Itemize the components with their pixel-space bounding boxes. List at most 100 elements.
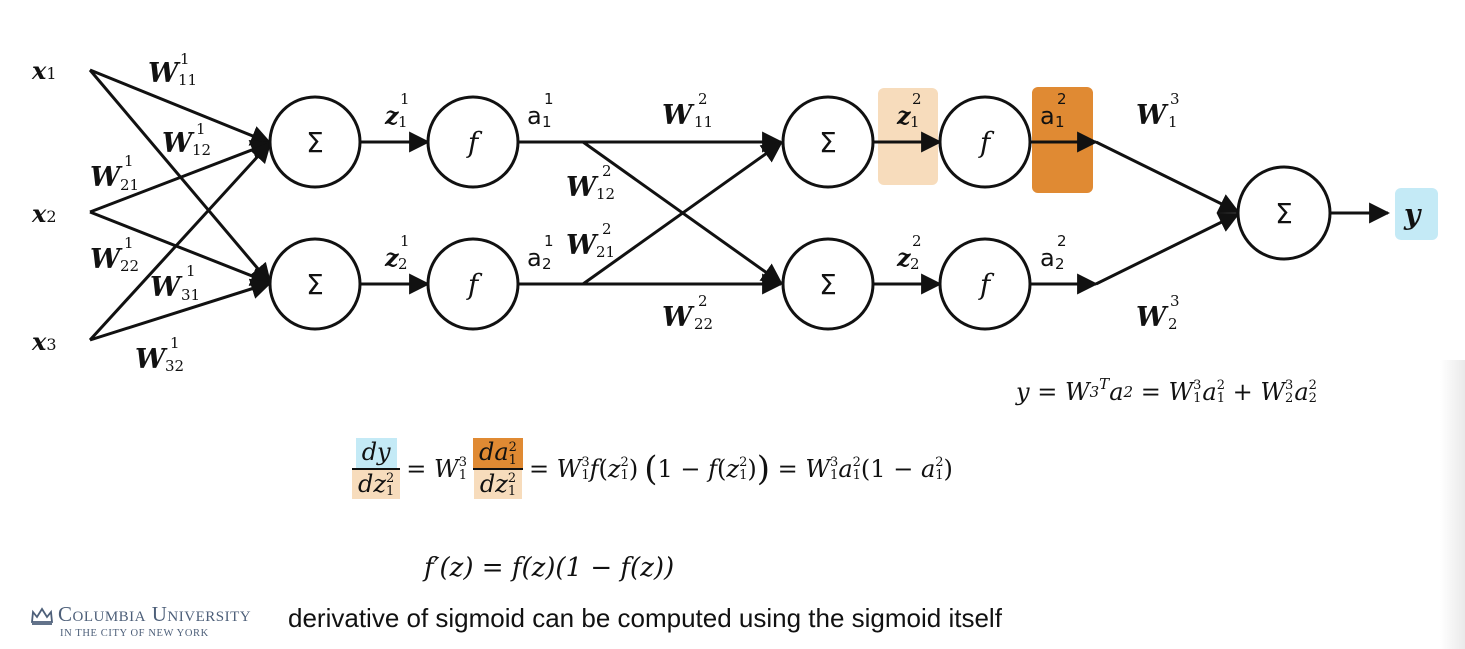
svg-text:12: 12 — [192, 141, 211, 159]
edge-a12-s3 — [582, 141, 783, 286]
svg-text:21: 21 — [120, 176, 139, 194]
label-z11: z1 1 — [384, 90, 410, 131]
svg-text:W: W — [662, 302, 695, 333]
weight-w12-l2: W2 12 — [566, 162, 615, 203]
activation-node-l2-2 — [938, 237, 1032, 331]
svg-text:22: 22 — [694, 315, 713, 333]
edge-x1-s1 — [89, 68, 272, 146]
svg-text:2: 2 — [1057, 90, 1067, 108]
weight-w21-l2: W2 21 — [566, 220, 615, 261]
sum-node-l2-1 — [781, 95, 875, 189]
svg-text:1: 1 — [196, 120, 206, 138]
svg-text:a: a — [527, 102, 542, 130]
sum-symbol: Σ — [306, 126, 324, 159]
svg-text:W: W — [1136, 100, 1169, 131]
svg-text:W: W — [148, 58, 181, 89]
crown-icon — [31, 607, 53, 625]
sum-symbol: Σ — [819, 268, 837, 301]
activation-node-l2-1 — [938, 95, 1032, 189]
svg-text:z: z — [384, 243, 400, 272]
university-location: in the city of New York — [60, 628, 209, 639]
svg-text:32: 32 — [165, 357, 184, 375]
sum-node-l1-1 — [268, 95, 362, 189]
svg-text:3: 3 — [1170, 292, 1180, 310]
sum-node-output — [1236, 165, 1332, 261]
edge-x3-s2 — [89, 278, 273, 342]
svg-text:a: a — [1040, 102, 1055, 130]
input-x1: x1 — [31, 56, 57, 85]
svg-text:1: 1 — [186, 262, 196, 280]
svg-text:W: W — [90, 162, 123, 193]
sum-symbol: Σ — [1275, 197, 1293, 230]
edge-x3-s1 — [88, 141, 272, 342]
equation-sigmoid-derivative: f′(z) = f(z)(1 − f(z)) — [424, 553, 675, 583]
svg-text:11: 11 — [694, 113, 713, 131]
slide-caption: derivative of sigmoid can be computed us… — [288, 603, 1002, 633]
svg-text:W: W — [1136, 302, 1169, 333]
svg-text:2: 2 — [602, 162, 612, 180]
svg-text:2: 2 — [602, 220, 612, 238]
weight-w32-l1: W1 32 — [135, 334, 184, 375]
sum-node-l1-2 — [268, 237, 362, 331]
edge-a21-s5 — [1095, 140, 1240, 214]
svg-text:2: 2 — [542, 255, 552, 273]
svg-text:22: 22 — [120, 257, 139, 275]
svg-text:2: 2 — [912, 90, 922, 108]
svg-text:2: 2 — [912, 232, 922, 250]
edge-a22-s5 — [1095, 212, 1240, 286]
svg-text:1: 1 — [544, 90, 554, 108]
svg-text:z: z — [896, 243, 912, 272]
svg-text:z: z — [896, 101, 912, 130]
z12-highlight — [878, 88, 938, 185]
svg-text:W: W — [566, 172, 599, 203]
input-x2: x2 — [31, 199, 57, 228]
svg-text:W: W — [135, 344, 168, 375]
university-name: Columbia University — [58, 602, 252, 626]
sum-node-l2-2 — [781, 237, 875, 331]
svg-text:2: 2 — [698, 292, 708, 310]
svg-text:1: 1 — [1168, 113, 1178, 131]
columbia-logo: Columbia University in the city of New Y… — [30, 602, 290, 644]
svg-text:1: 1 — [400, 90, 410, 108]
svg-text:W: W — [90, 244, 123, 275]
svg-text:z: z — [384, 101, 400, 130]
svg-text:2: 2 — [1055, 255, 1065, 273]
weight-w22-l1: W1 22 — [90, 234, 139, 275]
svg-text:2: 2 — [1057, 232, 1067, 250]
svg-text:3: 3 — [1170, 90, 1180, 108]
edge-x2-s2 — [89, 210, 272, 286]
weight-w2-l3: W32 — [1136, 292, 1180, 333]
svg-text:W: W — [662, 100, 695, 131]
label-a11: a1 1 — [527, 90, 554, 131]
svg-text:1: 1 — [170, 334, 180, 352]
svg-text:a: a — [1040, 244, 1055, 272]
svg-text:W: W — [162, 128, 195, 159]
svg-text:1: 1 — [398, 113, 408, 131]
svg-text:1: 1 — [1055, 113, 1065, 131]
label-z22: z22 — [896, 232, 922, 273]
svg-text:21: 21 — [596, 243, 615, 261]
svg-text:12: 12 — [596, 185, 615, 203]
a12-highlight — [1032, 87, 1093, 193]
svg-text:31: 31 — [181, 286, 200, 304]
svg-text:2: 2 — [698, 90, 708, 108]
svg-text:1: 1 — [180, 50, 190, 68]
svg-text:1: 1 — [542, 113, 552, 131]
svg-text:1: 1 — [910, 113, 920, 131]
svg-text:2: 2 — [398, 255, 408, 273]
svg-text:1: 1 — [400, 232, 410, 250]
input-x3: x3 — [31, 327, 57, 356]
svg-text:11: 11 — [178, 71, 197, 89]
svg-text:W: W — [566, 230, 599, 261]
svg-text:1: 1 — [124, 234, 134, 252]
svg-text:1: 1 — [544, 232, 554, 250]
